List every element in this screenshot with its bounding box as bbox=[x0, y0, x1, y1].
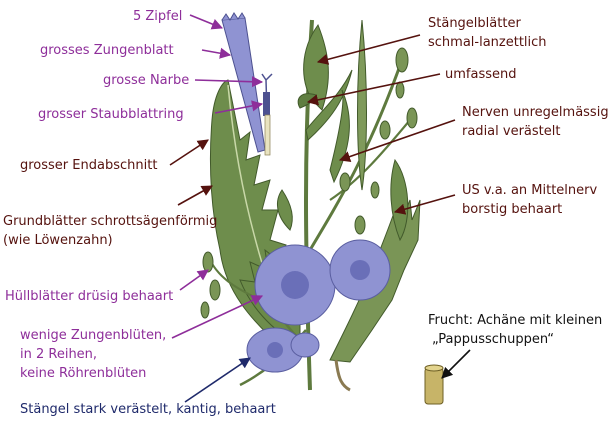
stamen-ring bbox=[263, 92, 270, 116]
label-zungenblatt: grosses Zungenblatt bbox=[40, 43, 174, 58]
arrow-zipfel bbox=[189, 14, 224, 30]
stem-branch-right bbox=[308, 59, 404, 251]
label-staengelblaetter-line1: Stängelblätter bbox=[428, 16, 521, 31]
flower-large bbox=[254, 244, 336, 326]
label-frucht-line1: Frucht: Achäne mit kleinen bbox=[428, 313, 603, 328]
annotation-arrows bbox=[169, 14, 471, 403]
achene-fruit bbox=[424, 364, 444, 405]
label-staengel: Stängel stark verästelt, kantig, behaart bbox=[20, 402, 276, 417]
arrow-zungenblueten bbox=[171, 295, 264, 339]
stem-leaf-upper bbox=[303, 23, 329, 111]
label-zungenblueten-line1: wenige Zungenblüten, bbox=[20, 328, 167, 343]
label-us-line2: borstig behaart bbox=[462, 202, 563, 217]
arrow-us bbox=[393, 194, 456, 215]
label-grundblaetter-line2: (wie Löwenzahn) bbox=[3, 233, 113, 248]
arrow-narbe bbox=[194, 76, 264, 88]
label-zungenblueten-line2: in 2 Reihen, bbox=[20, 347, 98, 362]
arrow-staubblattring bbox=[214, 100, 264, 114]
arrow-nerven bbox=[338, 119, 456, 162]
stem-leaf-small bbox=[277, 189, 293, 231]
plant-drawing bbox=[200, 12, 444, 405]
root bbox=[334, 359, 351, 392]
label-staubblattring: grosser Staubblattring bbox=[38, 107, 184, 122]
arrow-frucht bbox=[441, 349, 471, 379]
arrow-huellblaetter bbox=[179, 269, 209, 291]
label-staengelblaetter-line2: schmal-lanzettlich bbox=[428, 35, 547, 50]
stem-leaf-hairy bbox=[390, 158, 409, 242]
arrow-endabschnitt bbox=[169, 139, 209, 166]
flower-lower-right bbox=[290, 332, 320, 358]
stamen-tube bbox=[264, 114, 271, 156]
arrow-umfassend bbox=[306, 73, 441, 106]
stem-branch-right-2 bbox=[329, 119, 411, 201]
floret-teeth bbox=[221, 12, 246, 21]
label-nerven-line2: radial verästelt bbox=[462, 124, 561, 139]
flower-buds bbox=[200, 47, 418, 319]
label-grundblaetter-line1: Grundblätter schrottsägenförmig bbox=[3, 214, 218, 229]
label-umfassend: umfassend bbox=[445, 67, 517, 82]
label-frucht-line2: „Pappusschuppen“ bbox=[432, 332, 554, 347]
arrow-zungenblatt bbox=[201, 47, 232, 59]
label-zungenblueten-line3: keine Röhrenblüten bbox=[20, 366, 147, 381]
label-narbe: grosse Narbe bbox=[103, 73, 190, 88]
flower-right bbox=[329, 239, 391, 301]
stem-leaf-mid bbox=[305, 69, 353, 141]
label-zipfel: 5 Zipfel bbox=[133, 9, 183, 24]
arrow-grundblaetter bbox=[177, 185, 213, 206]
label-nerven-line1: Nerven unregelmässig bbox=[462, 105, 608, 120]
detached-leaf bbox=[357, 19, 367, 191]
label-endabschnitt: grosser Endabschnitt bbox=[20, 158, 158, 173]
label-huellblaetter: Hüllblätter drüsig behaart bbox=[5, 289, 174, 304]
arrow-staengelblaetter bbox=[316, 34, 421, 65]
label-us-line1: US v.a. an Mittelnerv bbox=[462, 183, 598, 198]
arrow-staengel bbox=[184, 357, 251, 403]
